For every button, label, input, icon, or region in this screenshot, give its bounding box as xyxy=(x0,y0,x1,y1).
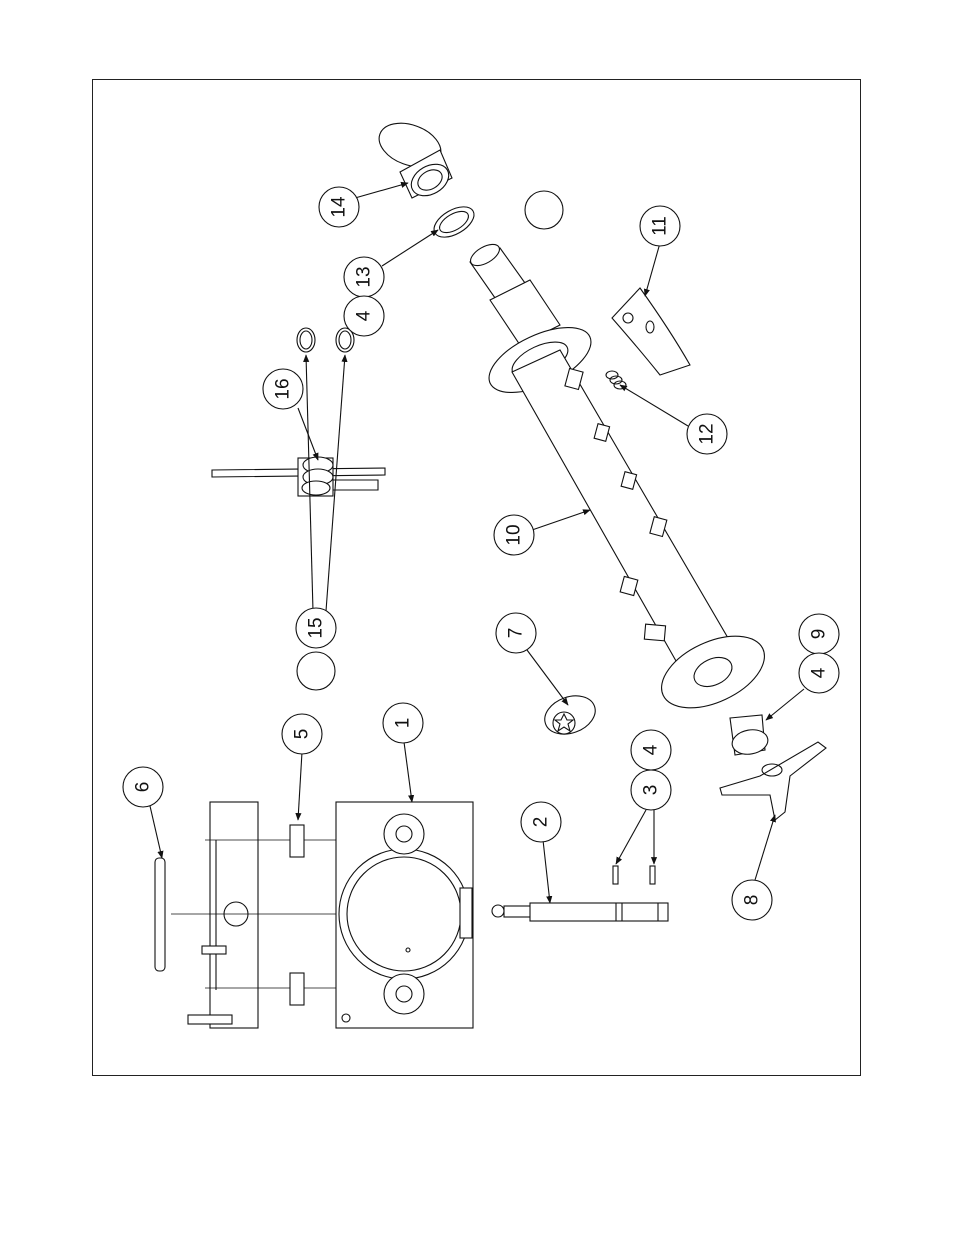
callout-2-label: 2 xyxy=(531,817,552,828)
callout-6-label: 6 xyxy=(133,782,154,793)
callout-14-label: 14 xyxy=(329,196,350,218)
callout-2: 2 xyxy=(521,802,561,842)
callout-11: 11 xyxy=(640,206,680,246)
callout-13-label: 13 xyxy=(354,266,375,287)
callout-4c: 4 xyxy=(631,730,671,770)
callout-9-label: 9 xyxy=(809,629,830,640)
callout-12-label: 12 xyxy=(697,423,718,444)
part-11-curved-clip xyxy=(612,288,690,375)
disc-cap xyxy=(525,191,563,229)
callout-14: 14 xyxy=(319,187,359,227)
callout-5: 5 xyxy=(282,714,322,754)
callout-16-label: 16 xyxy=(273,378,294,399)
callout-15: 15 xyxy=(296,608,336,648)
part-1-main-block xyxy=(336,802,473,1028)
leader-lines xyxy=(150,183,804,903)
part-6-rod xyxy=(155,858,165,971)
callout-11-label: 11 xyxy=(650,216,671,236)
callout-4b: 4 xyxy=(799,653,839,693)
callout-3-label: 3 xyxy=(641,785,662,796)
callout-12: 12 xyxy=(687,414,727,454)
callout-1: 1 xyxy=(383,703,423,743)
callout-15-label: 15 xyxy=(306,617,327,638)
callout-5-label: 5 xyxy=(292,729,313,740)
callout-4a: 4 xyxy=(344,296,384,336)
callout-10: 10 xyxy=(494,515,534,555)
part-13-washer xyxy=(429,201,479,244)
part-3-pins xyxy=(613,866,655,884)
callout-13: 13 xyxy=(344,257,384,297)
callout-4a-label: 4 xyxy=(354,310,375,321)
part-9-bushing xyxy=(730,715,770,757)
callout-7-label: 7 xyxy=(506,628,527,639)
callout-8-label: 8 xyxy=(742,895,763,906)
callout-7: 7 xyxy=(496,613,536,653)
callout-6: 6 xyxy=(123,767,163,807)
callout-9: 9 xyxy=(799,614,839,654)
callout-4b-label: 4 xyxy=(809,667,830,678)
callout-3: 3 xyxy=(631,770,671,810)
callout-8: 8 xyxy=(732,880,772,920)
callout-16: 16 xyxy=(263,369,303,409)
callout-4c-label: 4 xyxy=(641,744,662,755)
part-16-valve-stem xyxy=(212,457,385,496)
part-2-spindle xyxy=(492,903,668,921)
part-5-side-block xyxy=(171,802,340,1028)
part-7-knob xyxy=(539,689,600,741)
callout-10-label: 10 xyxy=(504,524,525,545)
callout-1-label: 1 xyxy=(393,718,414,729)
